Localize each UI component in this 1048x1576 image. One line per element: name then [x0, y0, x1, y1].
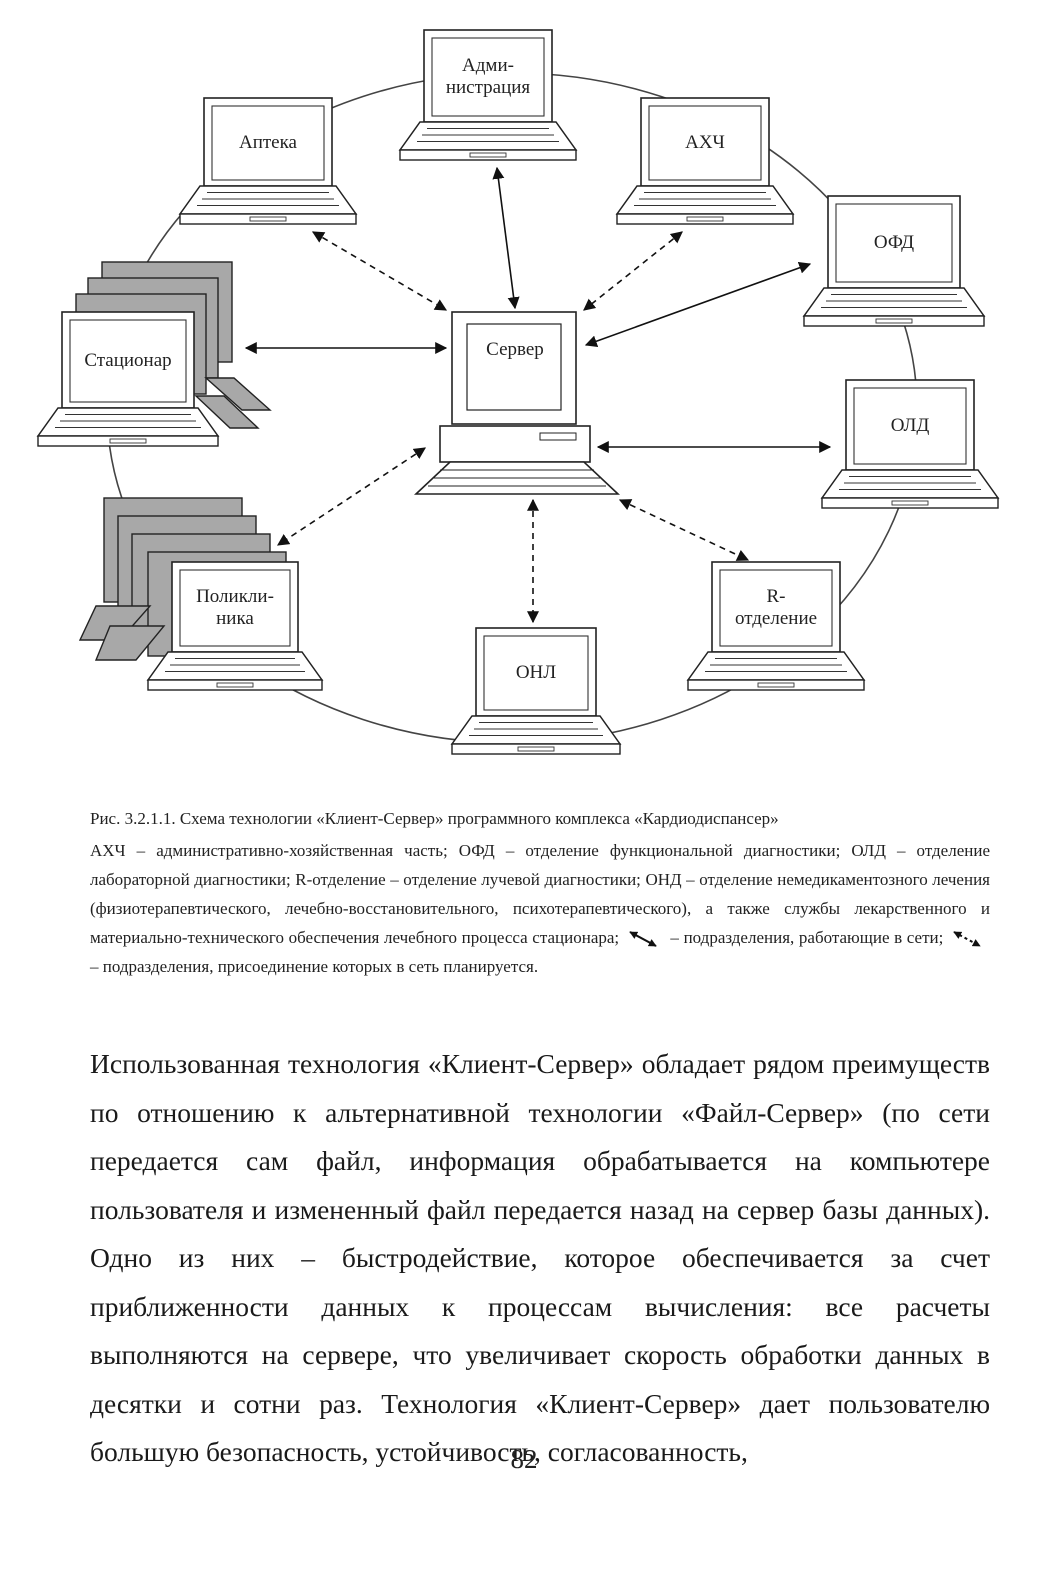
- laptop-touchpad: [891, 500, 929, 506]
- connection-lines: [244, 166, 832, 624]
- node-label-r-otdelenie: отделение: [735, 608, 817, 629]
- link-poliklinika: [276, 447, 427, 546]
- laptop-display: [179, 569, 291, 647]
- laptop-keyboard: [398, 121, 578, 151]
- laptop-ofd: ОФД: [802, 195, 986, 327]
- laptop-touchpad: [249, 216, 287, 222]
- laptop-old: ОЛД: [820, 379, 1000, 509]
- legend-planned: – подразделения, присоединение которых в…: [90, 957, 539, 976]
- laptop-r-otdelenie: R-отделение: [686, 561, 866, 691]
- laptop-keyboard: [686, 651, 866, 681]
- laptop-ahch: АХЧ: [615, 97, 795, 225]
- laptop-touchpad: [875, 318, 913, 324]
- laptop-display: [483, 635, 589, 711]
- node-label-stacionar: Стационар: [84, 350, 171, 371]
- laptop-display: [648, 105, 762, 181]
- link-r-otdelenie: [618, 499, 750, 561]
- legend-solid-arrow-icon: [629, 931, 657, 947]
- node-label-onl: ОНЛ: [516, 662, 556, 683]
- laptop-stacionar: Стационар: [36, 311, 220, 447]
- node-label-ahch: АХЧ: [685, 132, 725, 153]
- link-ofd: [584, 262, 812, 347]
- link-admin: [492, 166, 520, 310]
- figure-caption-title: Рис. 3.2.1.1. Схема технологии «Клиент-С…: [90, 809, 779, 828]
- laptop-touchpad: [757, 682, 795, 688]
- link-apteka: [311, 231, 448, 311]
- laptop-touchpad: [469, 152, 507, 158]
- node-label-admin: нистрация: [446, 77, 531, 98]
- laptop-display: [835, 203, 953, 283]
- laptop-display: [853, 387, 967, 465]
- server-computer: [413, 311, 621, 495]
- node-label-ofd: ОФД: [874, 232, 914, 253]
- laptop-display: [69, 319, 187, 403]
- laptop-keyboard: [820, 469, 1000, 499]
- node-label-poliklinika: Поликли-: [196, 586, 274, 607]
- laptop-keyboard: [36, 407, 220, 437]
- body-paragraph: Использованная технология «Клиент-Сервер…: [90, 1048, 990, 1467]
- node-label-poliklinika: ника: [216, 608, 254, 629]
- laptop-touchpad: [517, 746, 555, 752]
- laptop-touchpad: [216, 682, 254, 688]
- laptop-keyboard: [802, 287, 986, 317]
- laptop-keyboard: [450, 715, 622, 745]
- laptop-keyboard: [146, 651, 324, 681]
- node-label-old: ОЛД: [891, 415, 930, 436]
- legend-dashed-arrow-icon: [953, 931, 981, 947]
- figure-caption-legend: АХЧ – административно-хозяйственная част…: [90, 836, 990, 981]
- node-label-admin: Адми-: [462, 55, 514, 76]
- link-ahch: [583, 231, 683, 311]
- node-label-r-otdelenie: R-: [767, 586, 786, 607]
- laptop-admin: Адми-нистрация: [398, 29, 578, 161]
- server-label: Сервер: [486, 339, 544, 360]
- laptop-display: [431, 37, 545, 117]
- node-label-apteka: Аптека: [239, 132, 298, 153]
- laptop-apteka: Аптека: [178, 97, 358, 225]
- laptop-touchpad: [686, 216, 724, 222]
- laptop-onl: ОНЛ: [450, 627, 622, 755]
- laptop-keyboard: [178, 185, 358, 215]
- page-number: 82: [510, 1444, 538, 1474]
- laptop-display: [211, 105, 325, 181]
- laptop-poliklinika: Поликли-ника: [146, 561, 324, 691]
- laptop-display: [719, 569, 833, 647]
- laptop-keyboard: [615, 185, 795, 215]
- laptop-touchpad: [109, 438, 147, 444]
- legend-working: – подразделения, работающие в сети;: [670, 928, 944, 947]
- legend-abbreviations: АХЧ – административно-хозяйственная част…: [90, 841, 990, 947]
